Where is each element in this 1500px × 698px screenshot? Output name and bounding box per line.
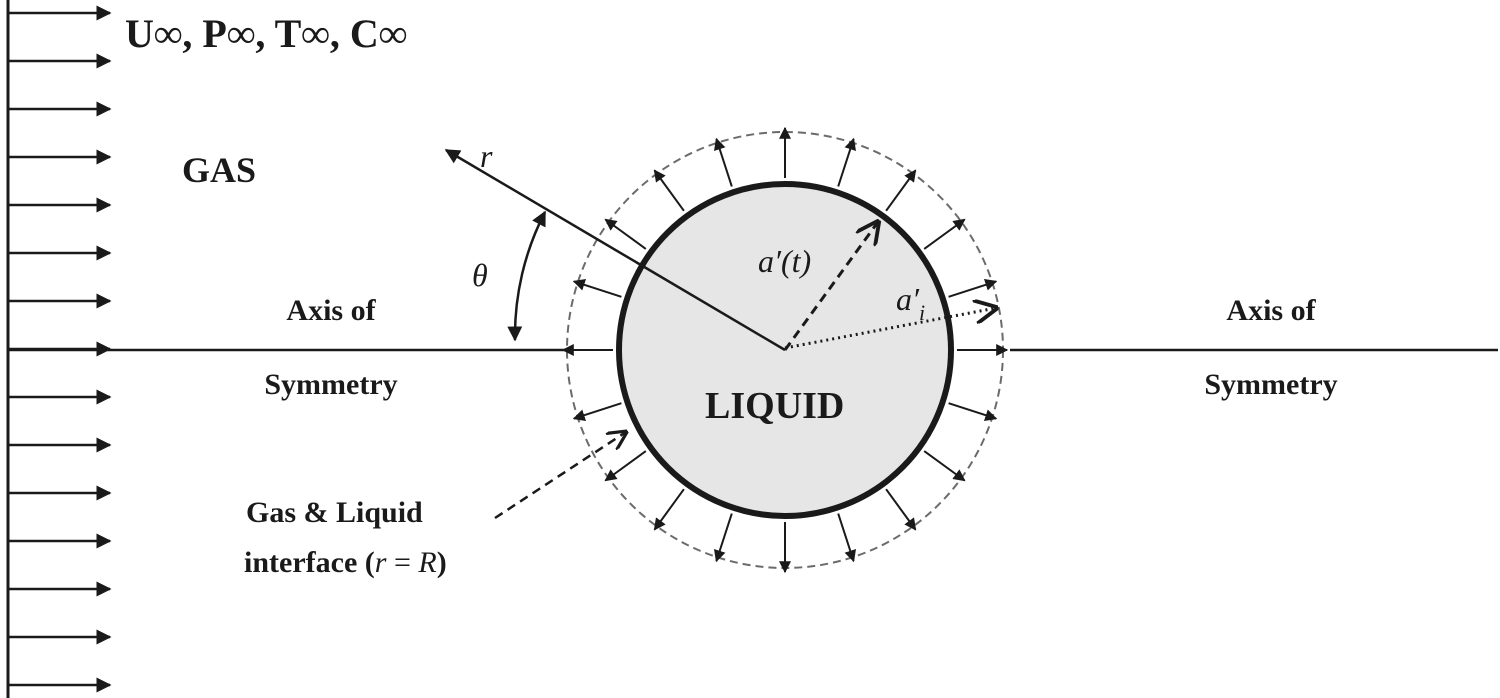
- radial-flux-arrow: [837, 513, 856, 563]
- radial-flux-arrow: [653, 169, 685, 212]
- axis-of-symmetry-right-line2: Symmetry: [1204, 368, 1337, 401]
- axis-of-symmetry-left-line2: Symmetry: [264, 368, 397, 401]
- liquid-region-label: LIQUID: [705, 385, 844, 427]
- radius-at-dashed-arrow: [783, 222, 878, 351]
- interface-label-line1: Gas & Liquid: [246, 496, 423, 529]
- radial-flux-arrow: [885, 488, 917, 531]
- axis-of-symmetry-right-line1: Axis of: [1226, 294, 1316, 327]
- radial-flux-arrow: [572, 402, 622, 421]
- radial-flux-arrow: [837, 137, 856, 187]
- inflow-arrows: [8, 5, 112, 693]
- radial-flux-arrow: [604, 218, 647, 250]
- radial-flux-arrow: [885, 169, 917, 212]
- gas-region-label: GAS: [182, 150, 256, 190]
- radial-flux-arrow: [923, 450, 966, 482]
- radial-flux-arrow: [653, 488, 685, 531]
- theta-angle-arc: [507, 210, 547, 342]
- radial-coordinate-symbol: r: [480, 138, 493, 174]
- radial-coordinate-arrow: [444, 148, 786, 352]
- interface-leader-arrow: [494, 432, 626, 520]
- radial-flux-arrow: [923, 218, 966, 250]
- radial-flux-arrows: [561, 126, 1009, 574]
- radial-flux-arrow: [604, 450, 647, 482]
- radius-ai-label: a′i: [896, 281, 925, 325]
- radial-flux-arrow: [714, 513, 733, 563]
- theta-symbol: θ: [472, 257, 488, 293]
- radial-flux-arrow: [572, 279, 622, 298]
- radial-flux-arrow: [948, 279, 998, 298]
- radial-flux-arrow: [948, 402, 998, 421]
- radial-flux-arrow: [714, 137, 733, 187]
- interface-label-line2: interface (r = R): [244, 546, 447, 579]
- axis-of-symmetry-left-line1: Axis of: [286, 294, 376, 327]
- free-stream-conditions-label: U∞, P∞, T∞, C∞: [125, 11, 407, 56]
- radius-at-label: a′(t): [758, 243, 811, 279]
